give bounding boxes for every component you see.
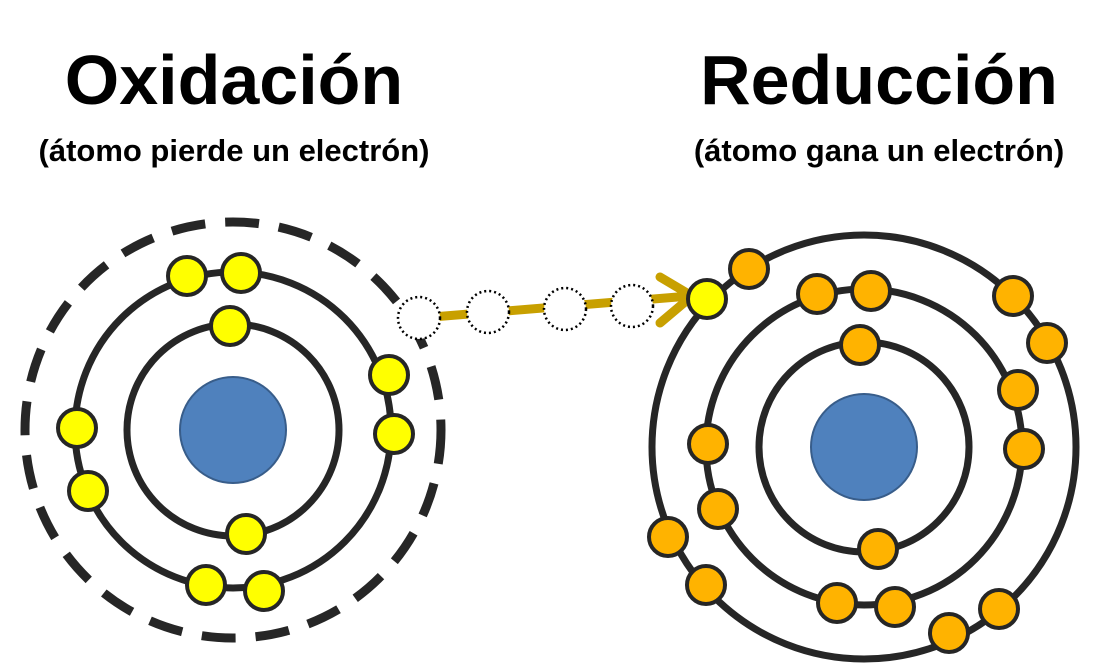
reduction-subtitle: (átomo gana un electrón) (693, 133, 1065, 168)
electron (1026, 322, 1068, 364)
electron (728, 248, 770, 290)
electron (839, 324, 881, 366)
electron-path-marker (609, 283, 655, 329)
electron (796, 273, 838, 315)
transferred-electron (686, 278, 728, 320)
oxidation-electrons (56, 252, 415, 612)
electron (220, 252, 262, 294)
electron (368, 354, 410, 396)
electron (243, 570, 285, 612)
electron-path-marker (396, 295, 442, 341)
electron (816, 582, 858, 624)
electron-transfer (396, 272, 697, 341)
electron (928, 612, 970, 654)
electron (687, 423, 729, 465)
electron (997, 369, 1039, 411)
electron (647, 516, 689, 558)
electron (67, 470, 109, 512)
electron (874, 586, 916, 628)
electron (978, 588, 1020, 630)
oxidation-title: Oxidación (64, 41, 404, 119)
electron (850, 270, 892, 312)
oxidation-nucleus (179, 376, 287, 484)
electron (166, 255, 208, 297)
electron (56, 407, 98, 449)
electron (373, 413, 415, 455)
reduction-nucleus (810, 393, 918, 501)
electron (697, 488, 739, 530)
oxidation-atom (20, 217, 446, 643)
electron-path-marker (542, 286, 588, 332)
electron (685, 564, 727, 606)
electron (185, 564, 227, 606)
oxidation-subtitle: (átomo pierde un electrón) (38, 133, 430, 168)
oxidation-outer-shell-dashed (20, 217, 446, 643)
reduction-electrons (647, 248, 1068, 654)
electron (992, 275, 1034, 317)
electron (1003, 428, 1045, 470)
electron-path-marker (465, 289, 511, 335)
electron (225, 513, 267, 555)
electron (209, 305, 251, 347)
reduction-atom (647, 231, 1080, 663)
reduction-title: Reducción (700, 41, 1058, 119)
reduction-outer-shell (648, 231, 1080, 663)
electron (857, 528, 899, 570)
